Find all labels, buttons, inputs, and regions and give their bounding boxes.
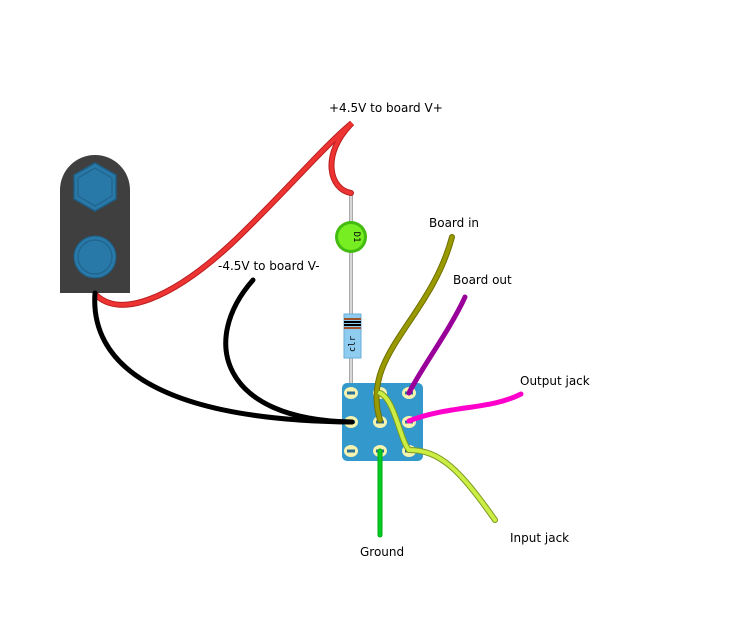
wire-purple-board-out[interactable]	[406, 294, 468, 396]
led-ref-label: D1	[351, 232, 361, 243]
wire-black-v-minus[interactable]	[223, 277, 355, 425]
label-input-jack: Input jack	[510, 531, 569, 545]
battery-negative-terminal-icon	[73, 235, 117, 279]
label-v-minus: -4.5V to board V-	[218, 259, 320, 273]
wires[interactable]	[92, 120, 524, 538]
switch-pad-hole	[347, 391, 355, 395]
label-output-jack: Output jack	[520, 374, 590, 388]
battery-snap	[60, 155, 130, 293]
led-d1[interactable]: D1	[335, 221, 367, 253]
label-board-out: Board out	[453, 273, 512, 287]
resistor-clr[interactable]: clr	[343, 313, 362, 359]
annotations: +4.5V to board V+ -4.5V to board V- Boar…	[218, 101, 590, 559]
wire-black-battery[interactable]	[92, 290, 355, 425]
battery-positive-terminal-icon	[73, 162, 117, 212]
label-ground: Ground	[360, 545, 404, 559]
wire-red-v-plus[interactable]	[93, 120, 355, 308]
label-v-plus: +4.5V to board V+	[329, 101, 443, 115]
resistor-ref-label: clr	[348, 335, 358, 352]
switch-pad-hole	[347, 449, 355, 453]
wire-magenta-output-jack[interactable]	[406, 391, 524, 424]
label-board-in: Board in	[429, 216, 479, 230]
